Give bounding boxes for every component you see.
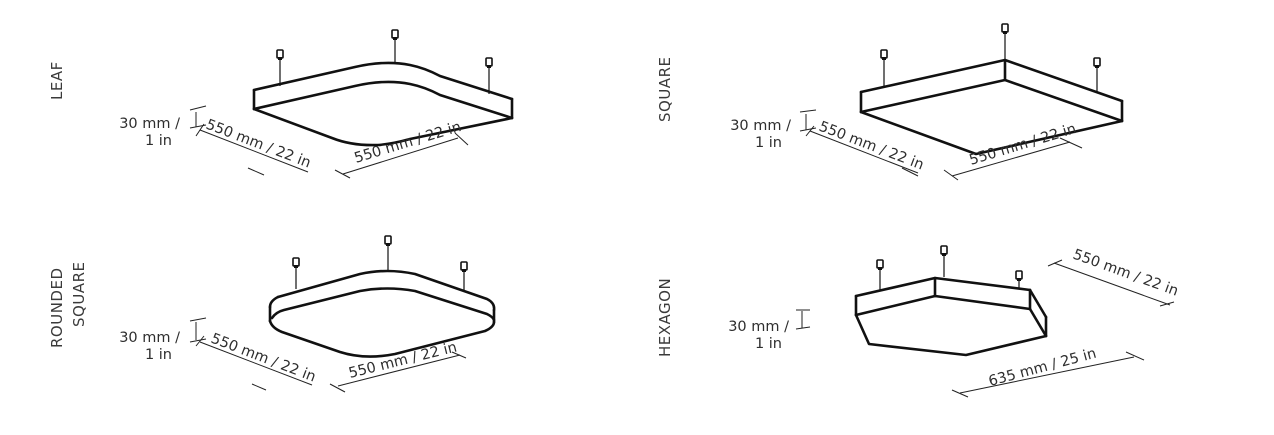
- svg-text:550 mm / 22 in: 550 mm / 22 in: [1071, 247, 1181, 300]
- svg-text:30 mm /: 30 mm /: [730, 118, 791, 134]
- depth-dimension-hexagon: 550 mm / 22 in: [1047, 247, 1181, 307]
- fixture-name-rounded-square-line1: ROUNDED: [48, 267, 66, 348]
- svg-text:1 in: 1 in: [145, 133, 172, 149]
- svg-text:30 mm /: 30 mm /: [119, 116, 180, 132]
- fixture-square: SQUARE 30 mm / 1 in: [656, 23, 1124, 181]
- height-dimension-square: 30 mm / 1 in: [730, 109, 817, 151]
- svg-text:550 mm / 22 in: 550 mm / 22 in: [347, 340, 458, 382]
- fixture-hexagon: HEXAGON 30 mm /: [656, 245, 1181, 398]
- depth-dimension-square: 550 mm / 22 in: [805, 119, 926, 177]
- fixture-leaf: LEAF 30 mm / 1 in: [48, 29, 514, 179]
- svg-text:550 mm / 22 in: 550 mm / 22 in: [352, 119, 463, 167]
- suspension-hook-icon: [485, 57, 493, 69]
- suspension-hook-icon: [391, 29, 399, 41]
- square-drawing: [859, 23, 1124, 156]
- suspension-hook-icon: [1015, 270, 1023, 282]
- svg-text:1 in: 1 in: [755, 135, 782, 151]
- height-dimension-leaf: 30 mm / 1 in: [119, 105, 207, 149]
- fixture-name-rounded-square-line2: SQUARE: [70, 262, 88, 327]
- suspension-hook-icon: [384, 235, 392, 247]
- svg-text:1 in: 1 in: [145, 347, 172, 363]
- height-dimension-rounded-square: 30 mm / 1 in: [119, 317, 207, 363]
- suspension-hook-icon: [880, 49, 888, 61]
- suspension-hook-icon: [940, 245, 948, 257]
- width-dimension-hexagon: 635 mm / 25 in: [951, 346, 1145, 398]
- suspension-hook-icon: [1001, 23, 1009, 35]
- suspension-hook-icon: [460, 261, 468, 273]
- fixture-name-hexagon: HEXAGON: [656, 278, 674, 357]
- svg-text:550 mm / 22 in: 550 mm / 22 in: [817, 119, 926, 174]
- svg-text:550 mm / 22 in: 550 mm / 22 in: [967, 121, 1078, 169]
- width-dimension-rounded-square: 550 mm / 22 in: [329, 340, 467, 393]
- depth-dimension-rounded-square: 550 mm / 22 in: [195, 331, 318, 391]
- fixture-rounded-square: ROUNDED SQUARE 30 mm / 1 in: [48, 235, 496, 393]
- hexagon-drawing: [854, 245, 1048, 357]
- leaf-drawing: [252, 29, 514, 147]
- height-dimension-hexagon: 30 mm / 1 in: [728, 309, 811, 352]
- suspension-hook-icon: [292, 257, 300, 269]
- width-dimension-leaf: 550 mm / 22 in: [334, 119, 469, 179]
- rounded-square-drawing: [268, 235, 496, 358]
- fixture-name-square: SQUARE: [656, 57, 674, 122]
- suspension-hook-icon: [876, 259, 884, 271]
- svg-text:1 in: 1 in: [755, 336, 782, 352]
- svg-text:30 mm /: 30 mm /: [119, 330, 180, 346]
- fixture-name-leaf: LEAF: [48, 61, 66, 100]
- suspension-hook-icon: [1093, 57, 1101, 69]
- suspension-hook-icon: [276, 49, 284, 61]
- svg-text:30 mm /: 30 mm /: [728, 319, 789, 335]
